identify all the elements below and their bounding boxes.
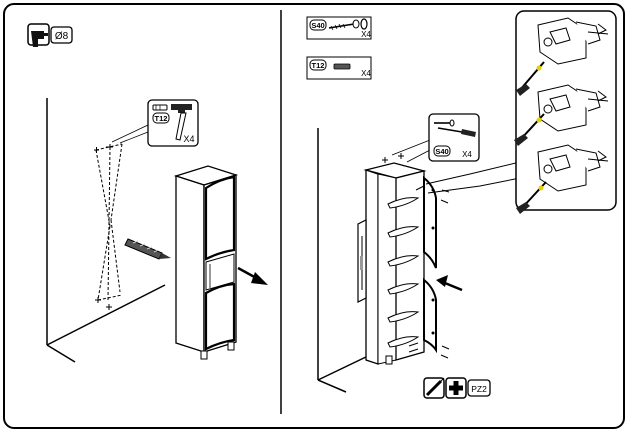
zoom-leader bbox=[425, 161, 521, 194]
left-panel: Ø8 bbox=[27, 23, 268, 363]
tool-screwdriver-icon bbox=[423, 377, 445, 399]
open-door-lower bbox=[423, 277, 437, 354]
phillips-cross-icon bbox=[445, 377, 467, 399]
drill-mark-crosses bbox=[94, 144, 113, 310]
part-t12-box: T12 X4 bbox=[306, 56, 372, 80]
screwdriver-icon bbox=[514, 113, 545, 146]
tall-cabinet-right bbox=[363, 162, 427, 365]
drill-marks bbox=[95, 143, 123, 301]
part-s40-code: S40 bbox=[311, 21, 324, 30]
screw-callout-code: S40 bbox=[435, 147, 448, 156]
part-t12-code: T12 bbox=[312, 61, 325, 70]
wall-plug-icon bbox=[333, 63, 351, 70]
open-door-upper bbox=[423, 175, 437, 269]
part-t12-qty: X4 bbox=[361, 69, 371, 78]
drill-size-label: Ø8 bbox=[55, 31, 69, 42]
wall-plug-code: T12 bbox=[155, 114, 168, 123]
hinge-illustration-2 bbox=[537, 84, 609, 132]
screw-icon bbox=[434, 119, 455, 127]
screwdriver-icon bbox=[437, 127, 476, 137]
hinge-detail-box bbox=[514, 10, 617, 214]
screw-icon bbox=[328, 18, 368, 31]
screw-callout: S40 X4 bbox=[391, 113, 480, 163]
drill-size-badge: Ø8 bbox=[50, 26, 73, 44]
screw-callout-qty: X4 bbox=[462, 150, 472, 159]
room-corner bbox=[317, 128, 369, 393]
page-frame bbox=[3, 3, 625, 429]
insert-arrow bbox=[436, 275, 463, 292]
part-s40-qty: X4 bbox=[361, 30, 371, 39]
tall-cabinet-left bbox=[173, 165, 239, 360]
push-arrow-left bbox=[237, 266, 268, 285]
shelves bbox=[387, 197, 420, 348]
hammer-icon bbox=[171, 104, 192, 141]
wall-plug-callout: T12 X4 bbox=[111, 99, 199, 147]
room-corner bbox=[46, 98, 166, 363]
screwdriver-icon bbox=[516, 181, 547, 214]
right-panel: S40 X4 T12 X4 bbox=[306, 10, 617, 399]
screwdriver-size-label: PZ2 bbox=[471, 384, 487, 394]
screwdriver-icon bbox=[516, 61, 545, 96]
wall-plug-qty: X4 bbox=[183, 134, 194, 144]
hinge-illustration-3 bbox=[537, 144, 609, 192]
removed-panel bbox=[357, 219, 367, 303]
hinge-illustration-1 bbox=[537, 17, 609, 65]
drill-icon bbox=[27, 23, 50, 47]
part-s40-box: S40 X4 bbox=[306, 16, 372, 40]
screwdriver-size-badge: PZ2 bbox=[467, 379, 491, 397]
wall-plug-icon bbox=[152, 104, 168, 111]
drill-bit-illustration bbox=[124, 238, 171, 260]
